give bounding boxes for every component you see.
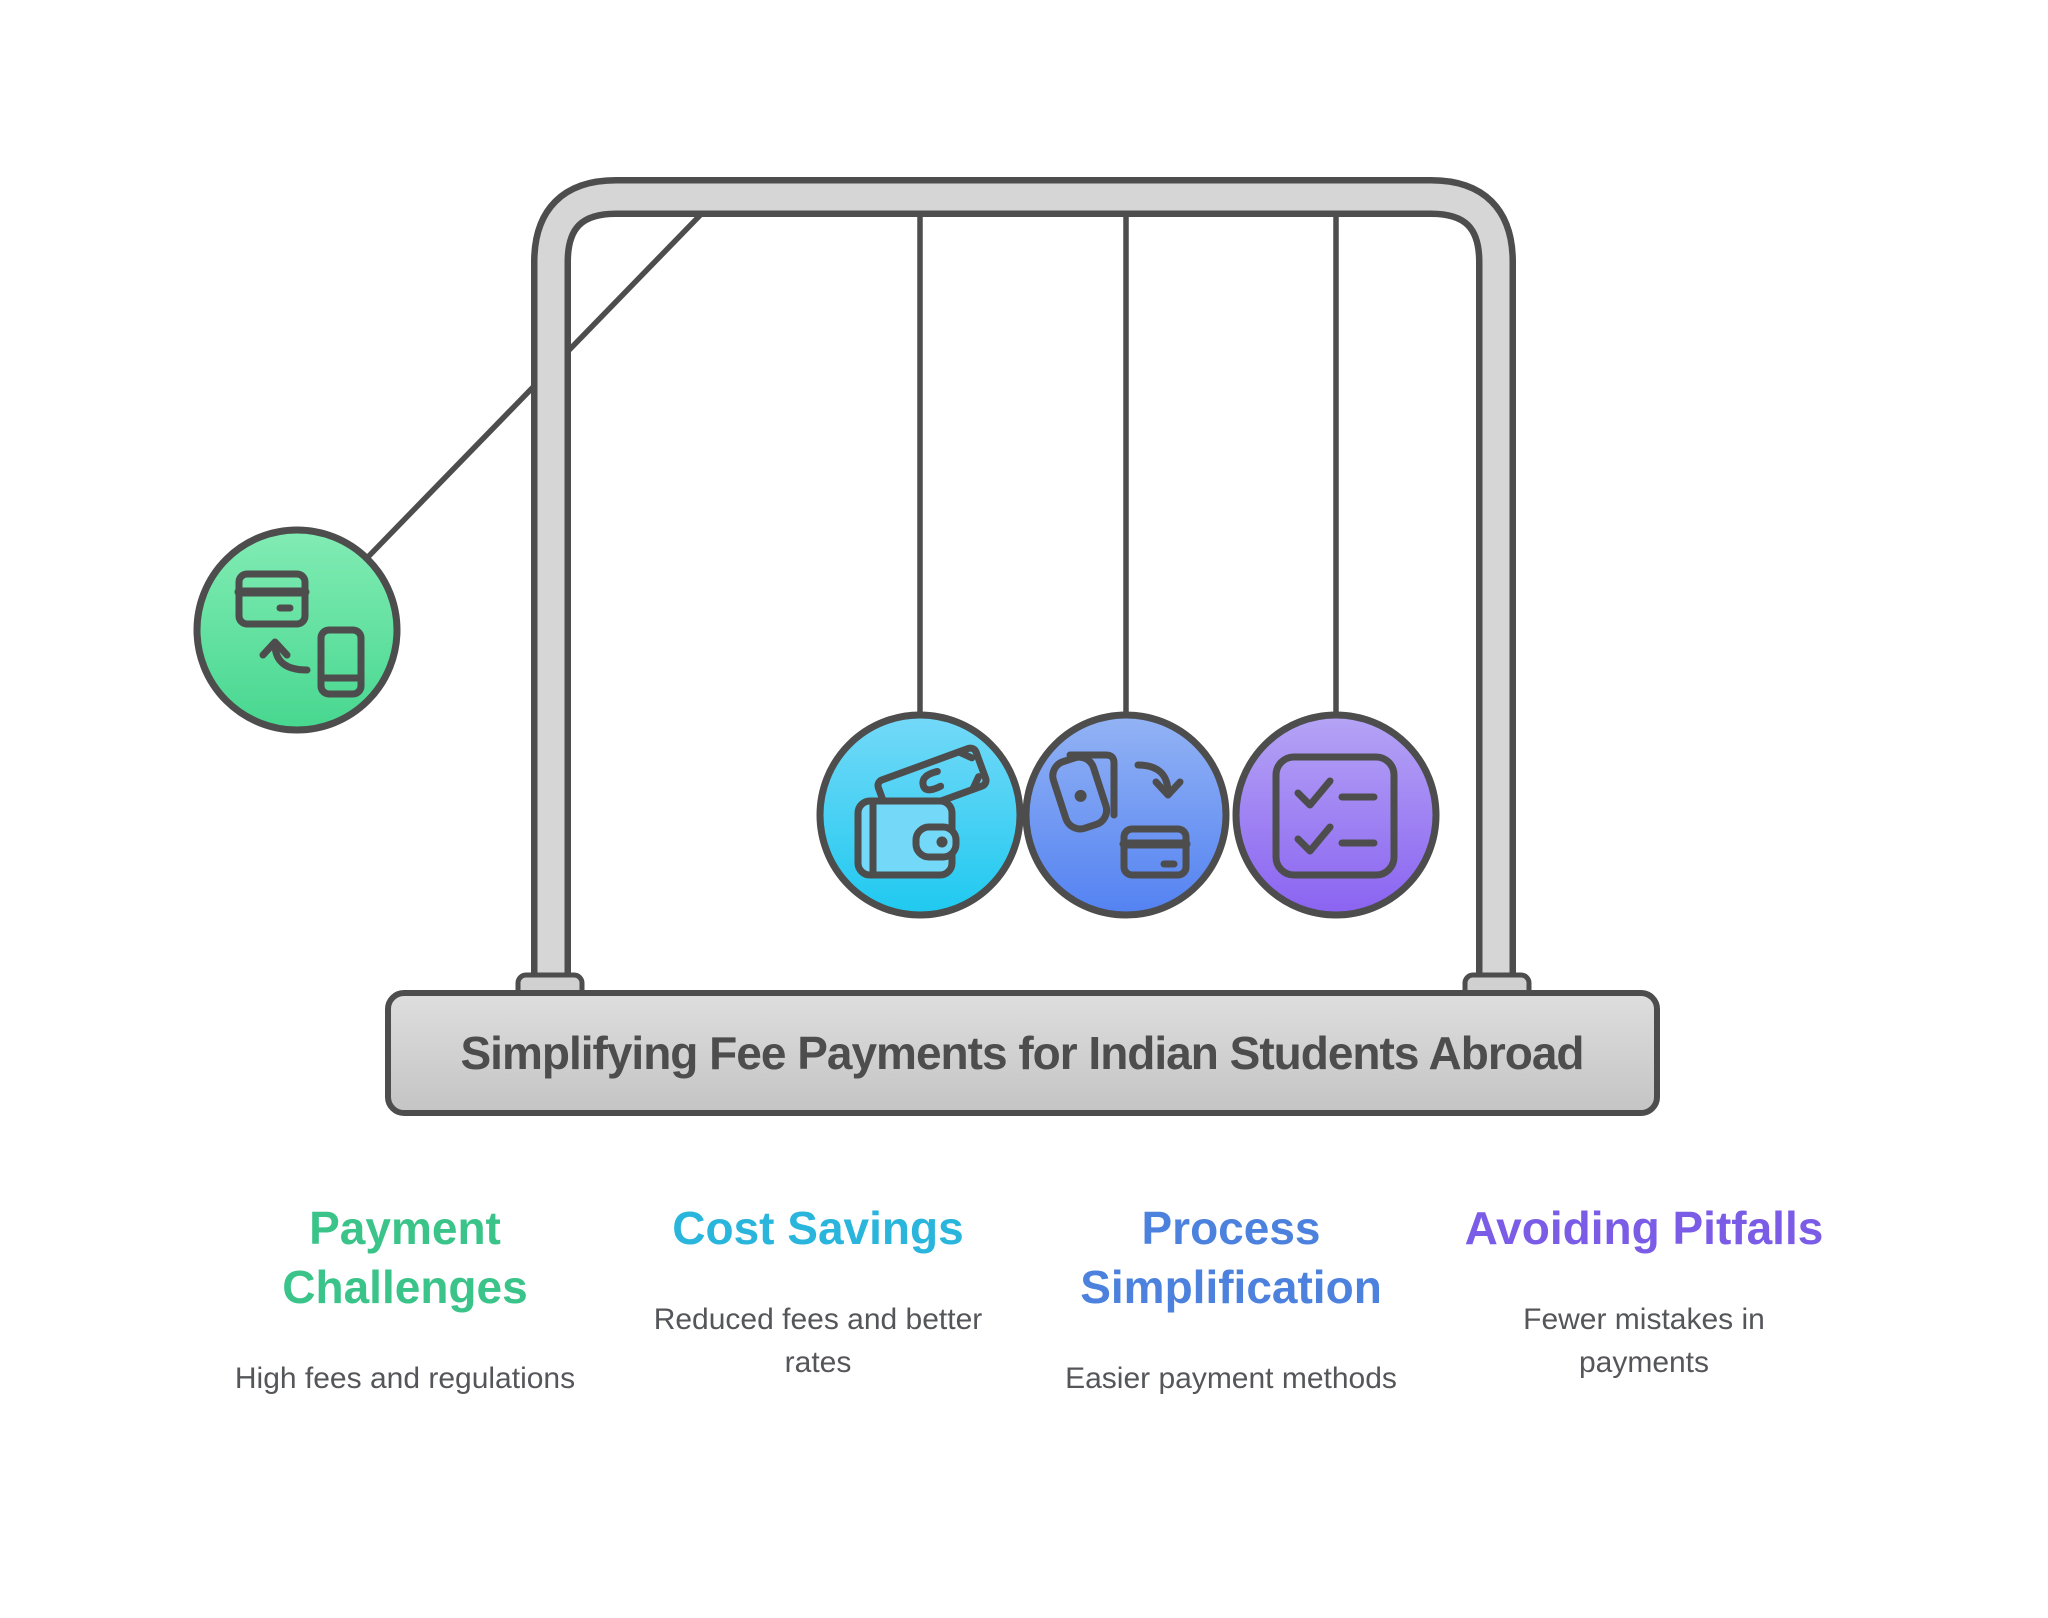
legend-column-cost-savings: Cost Savings Reduced fees and better rat… xyxy=(631,1199,1005,1400)
legend-column-avoiding-pitfalls: Avoiding Pitfalls Fewer mistakes in paym… xyxy=(1457,1199,1831,1400)
column-title: Cost Savings xyxy=(672,1202,964,1254)
cash-wallet-icon xyxy=(854,744,990,879)
ball-process-simplification xyxy=(1022,711,1230,919)
legend-column-process-simplification: Process Simplification Easier payment me… xyxy=(1044,1199,1418,1400)
column-title: Payment Challenges xyxy=(282,1202,528,1313)
wallet-to-card-icon xyxy=(1049,751,1191,879)
ball-cost-savings xyxy=(816,711,1024,919)
ball-payment-challenges xyxy=(193,526,401,734)
ball-avoiding-pitfalls xyxy=(1232,711,1440,919)
legend-column-payment-challenges: Payment Challenges High fees and regulat… xyxy=(218,1199,592,1400)
column-title: Avoiding Pitfalls xyxy=(1464,1202,1824,1254)
card-to-phone-payment-icon xyxy=(234,570,365,698)
column-description: High fees and regulations xyxy=(234,1361,576,1395)
column-description: Easier payment methods xyxy=(1065,1361,1397,1395)
strings xyxy=(295,201,1339,815)
column-title: Process Simplification xyxy=(1080,1202,1382,1313)
legend: Payment Challenges High fees and regulat… xyxy=(218,1199,1831,1400)
column-description: Reduced fees and better rates xyxy=(653,1302,983,1380)
cradle-base: Simplifying Fee Payments for Indian Stud… xyxy=(385,990,1660,1116)
base-title: Simplifying Fee Payments for Indian Stud… xyxy=(460,1027,1583,1079)
checklist-icon xyxy=(1272,753,1398,879)
column-description: Fewer mistakes in payments xyxy=(1523,1302,1765,1380)
